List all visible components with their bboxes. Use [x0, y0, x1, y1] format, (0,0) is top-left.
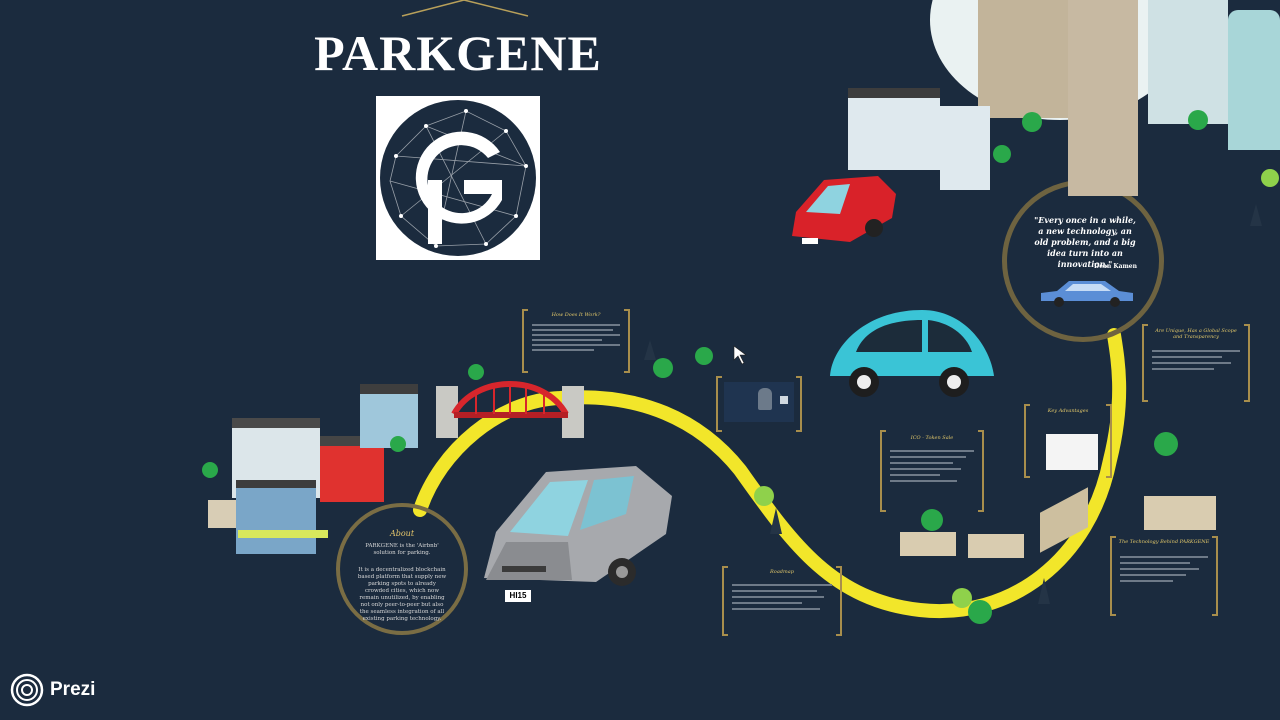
card-unique-title: Are Unique, Has a Global Scope and Trans… [1155, 328, 1237, 340]
card-roadmap-title: Roadmap [770, 569, 794, 575]
red-car-illustration [792, 176, 896, 244]
mouse-cursor-icon [733, 345, 747, 365]
card-video[interactable] [716, 376, 802, 432]
prezi-badge[interactable]: Prezi [10, 673, 95, 707]
grey-car-illustration [484, 466, 672, 586]
card-roadmap-body [732, 580, 832, 614]
about-description: It is a decentralized blockchain based p… [357, 567, 447, 622]
license-plate: HI15 [505, 590, 531, 602]
video-thumbnail[interactable] [724, 382, 794, 422]
stone-wall [900, 532, 956, 556]
top-ornament [401, 0, 529, 17]
quote-text: "Every once in a while, a new technology… [1034, 215, 1136, 269]
quote-author: Dean Kamen [1094, 263, 1137, 270]
card-technology[interactable]: The Technology Behind PARKGENE [1110, 536, 1218, 616]
card-unique[interactable]: Are Unique, Has a Global Scope and Trans… [1142, 324, 1250, 402]
card-how-it-works[interactable]: How Does It Work? [522, 309, 630, 373]
city-skyline-illustration [830, 0, 1280, 205]
about-title: About [389, 529, 415, 538]
advantages-diagram [1046, 434, 1098, 470]
blue-sedan-icon [1041, 281, 1133, 307]
card-key-advantages[interactable]: Key Advantages [1024, 404, 1112, 478]
stone-wall [968, 534, 1024, 558]
card-unique-body [1152, 346, 1240, 374]
card-how-body [532, 321, 620, 354]
prezi-label: Prezi [50, 679, 96, 700]
card-ico-body [890, 446, 974, 486]
prezi-logo-icon [10, 673, 44, 707]
stone-wall [1144, 496, 1216, 530]
red-bridge-illustration [436, 381, 584, 438]
card-technology-title: The Technology Behind PARKGENE [1118, 539, 1210, 545]
card-advantages-title: Key Advantages [1047, 408, 1089, 414]
card-how-title: How Does It Work? [551, 312, 601, 318]
card-roadmap[interactable]: Roadmap [722, 566, 842, 636]
teal-beetle-illustration [830, 310, 994, 397]
left-houses-illustration [198, 380, 438, 554]
about-circle[interactable]: About PARKGENE is the 'Airbnb' solution … [336, 503, 468, 635]
about-intro: PARKGENE is the 'Airbnb' solution for pa… [365, 543, 439, 556]
parkgene-logo [376, 96, 540, 260]
card-ico[interactable]: ICO - Token Sale [880, 430, 984, 512]
card-ico-title: ICO - Token Sale [910, 435, 954, 441]
presentation-title: PARKGENE [314, 25, 602, 81]
card-technology-body [1120, 552, 1208, 586]
